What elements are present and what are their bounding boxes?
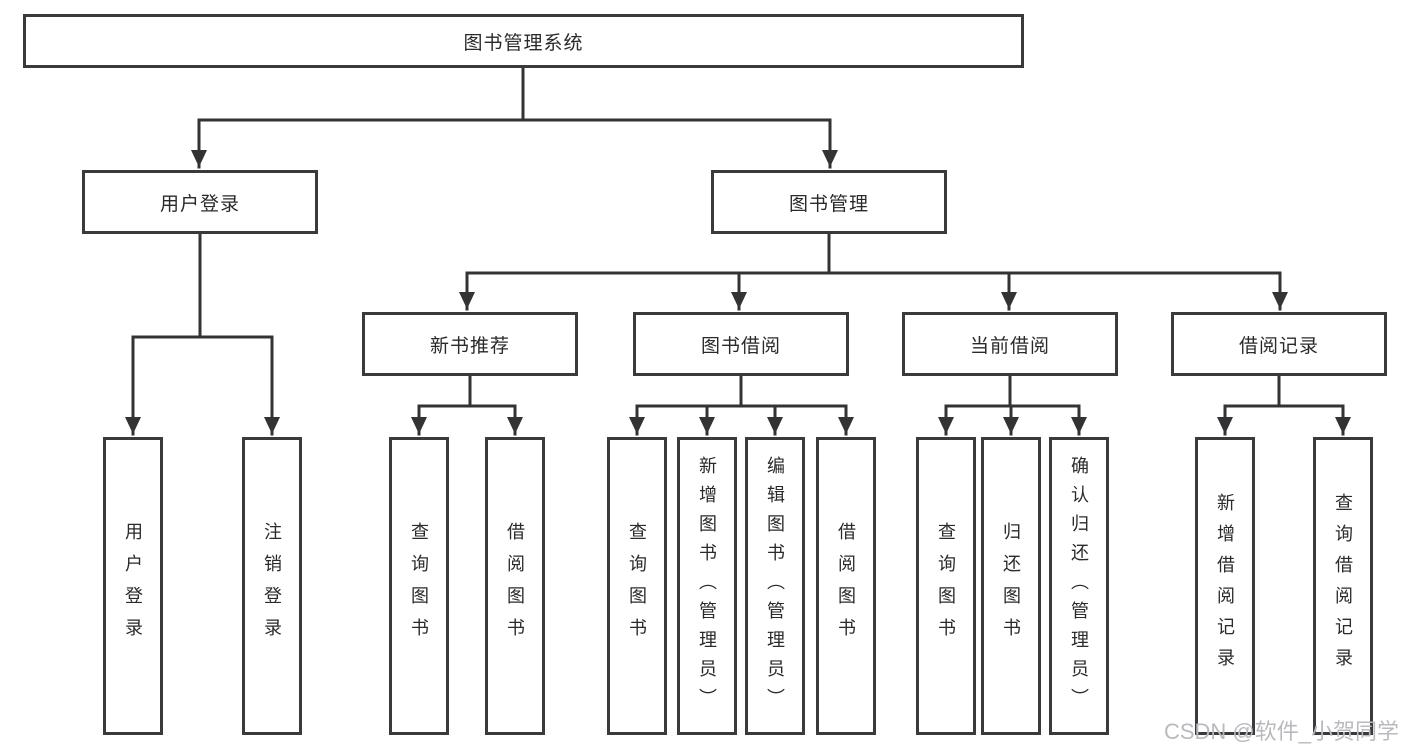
leaf-label: 借阅图书 xyxy=(505,522,525,650)
leaf-label: 查询借阅记录 xyxy=(1333,493,1353,679)
node-label: 借阅记录 xyxy=(1238,335,1319,357)
node-new-book-recommend: 新书推荐 xyxy=(362,312,578,376)
leaf-user-login: 用户登录 xyxy=(103,437,163,735)
leaf-query-books-current: 查询图书 xyxy=(916,437,976,735)
leaf-label: 用户登录 xyxy=(123,522,143,650)
node-label: 图书借阅 xyxy=(700,335,781,357)
watermark: CSDN @软件_小贺同学 xyxy=(1163,719,1399,744)
leaf-add-borrow-record: 新增借阅记录 xyxy=(1195,437,1255,735)
node-borrow-records: 借阅记录 xyxy=(1171,312,1387,376)
node-label: 图书管理系统 xyxy=(463,32,584,54)
node-library-management-system: 图书管理系统 xyxy=(23,14,1024,68)
leaf-query-borrow-record: 查询借阅记录 xyxy=(1313,437,1373,735)
leaf-label: 借阅图书 xyxy=(836,522,856,650)
leaf-label: 确认归还（管理员） xyxy=(1069,455,1089,717)
leaf-return-books: 归还图书 xyxy=(981,437,1041,735)
leaf-confirm-return-admin: 确认归还（管理员） xyxy=(1049,437,1109,735)
leaf-label: 查询图书 xyxy=(409,522,429,650)
leaf-logout: 注销登录 xyxy=(242,437,302,735)
leaf-borrow-books: 借阅图书 xyxy=(816,437,876,735)
node-book-borrow: 图书借阅 xyxy=(633,312,849,376)
node-label: 新书推荐 xyxy=(429,335,510,357)
node-book-management: 图书管理 xyxy=(711,170,947,234)
node-current-borrow: 当前借阅 xyxy=(902,312,1118,376)
node-label: 用户登录 xyxy=(159,193,240,215)
leaf-label: 新增图书（管理员） xyxy=(697,455,717,717)
node-label: 图书管理 xyxy=(788,193,869,215)
leaf-label: 查询图书 xyxy=(627,522,647,650)
leaf-label: 查询图书 xyxy=(936,522,956,650)
leaf-label: 新增借阅记录 xyxy=(1215,493,1235,679)
leaf-edit-books-admin: 编辑图书（管理员） xyxy=(745,437,805,735)
leaf-borrow-books-recommend: 借阅图书 xyxy=(485,437,545,735)
node-label: 当前借阅 xyxy=(969,335,1050,357)
leaf-query-books-borrow: 查询图书 xyxy=(607,437,667,735)
leaf-add-books-admin: 新增图书（管理员） xyxy=(677,437,737,735)
leaf-query-books-recommend: 查询图书 xyxy=(389,437,449,735)
leaf-label: 归还图书 xyxy=(1001,522,1021,650)
leaf-label: 编辑图书（管理员） xyxy=(765,455,785,717)
leaf-label: 注销登录 xyxy=(262,522,282,650)
node-user-login: 用户登录 xyxy=(82,170,318,234)
